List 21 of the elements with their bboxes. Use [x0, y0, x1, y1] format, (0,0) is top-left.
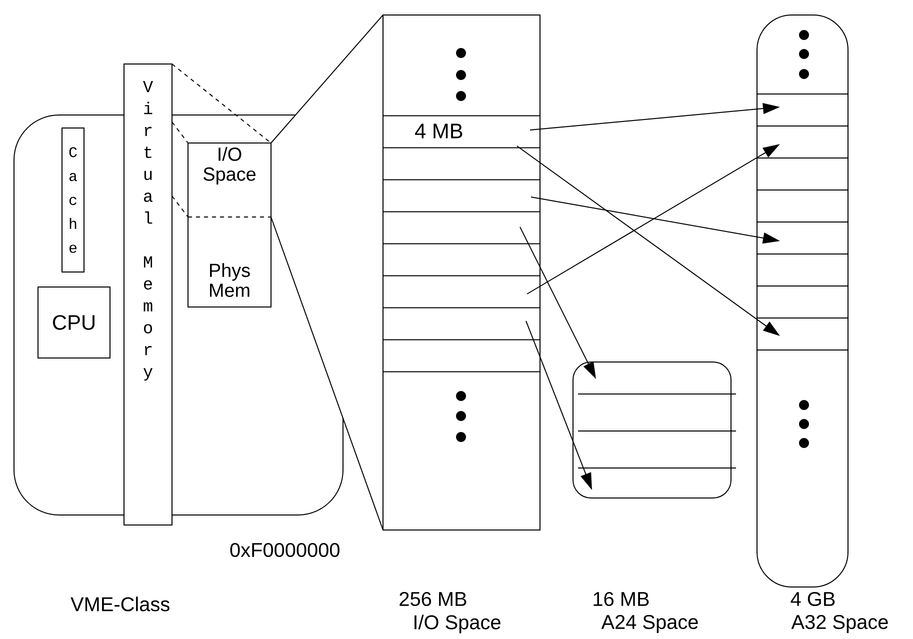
size-label: 4 MB	[415, 124, 462, 138]
memory-box: I/O Space Phys Mem	[188, 142, 272, 308]
memory-strip: Virtual Memory	[124, 64, 172, 526]
board-label: VME-Class	[70, 596, 170, 612]
cache-box: Cache	[62, 128, 84, 272]
node-label: 256 MB	[400, 592, 466, 606]
projection-line	[270, 14, 384, 144]
node-label: 4 GB	[790, 592, 835, 606]
dashed-line	[172, 196, 188, 218]
address-space-strip	[756, 14, 848, 588]
node-label: 16 MB	[594, 592, 649, 606]
dashed-line	[172, 122, 188, 144]
node-label: A32 Space	[791, 614, 888, 634]
node-label: A24 Space	[601, 614, 698, 634]
dashed-line	[172, 64, 272, 144]
node-label: I/O Space	[414, 614, 500, 634]
address-space-strip	[382, 14, 540, 530]
address-label: 0xF0000000	[230, 542, 340, 558]
address-space-box	[572, 362, 732, 498]
projection-line	[270, 216, 384, 530]
cpu-box: CPU	[38, 286, 110, 358]
